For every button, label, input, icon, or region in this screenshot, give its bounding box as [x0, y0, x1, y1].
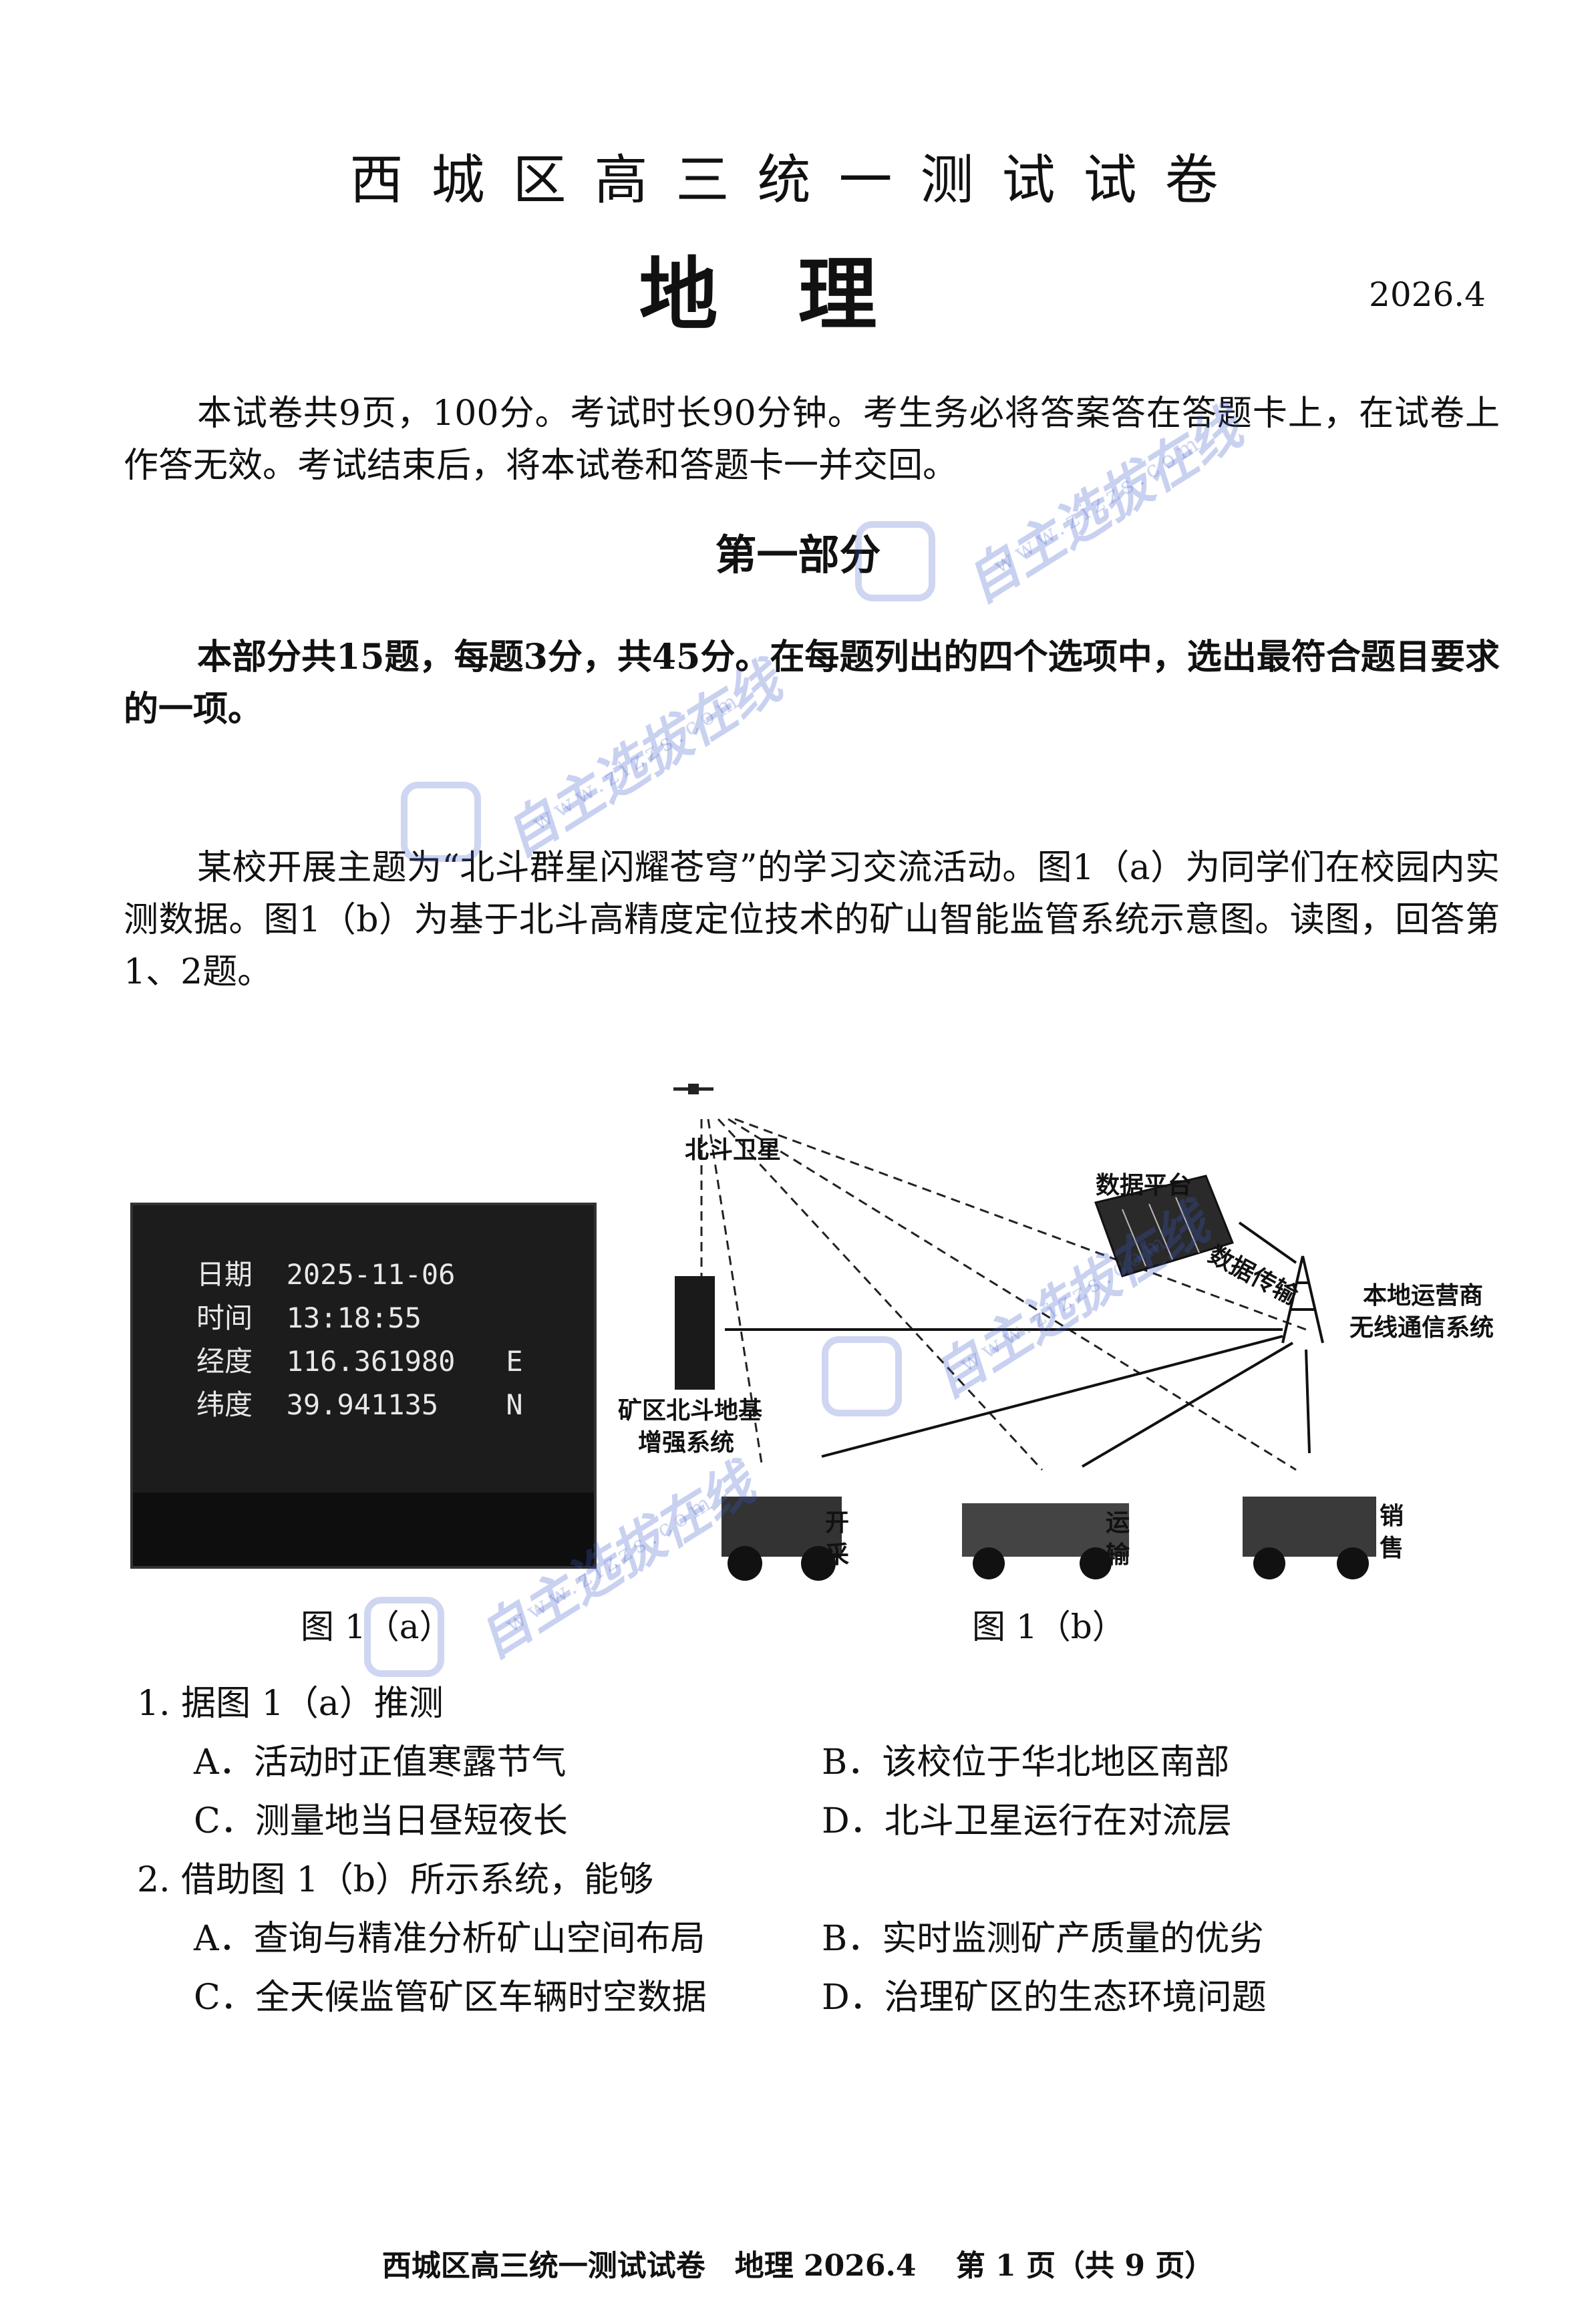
link-sat-transport [717, 1118, 1044, 1471]
arrow-tower-mining [821, 1335, 1283, 1458]
label-satellite: 北斗卫星 [685, 1136, 782, 1164]
mining-truck-icon [722, 1497, 842, 1581]
q2-option-c: C．全天候监管矿区车辆时空数据 [194, 1978, 707, 2018]
satellite-icon [673, 1084, 713, 1094]
label-transport-1: 运 [1106, 1509, 1130, 1537]
label-station-1: 矿区北斗地基 [618, 1397, 763, 1424]
arrow-platform-tower [1238, 1221, 1297, 1264]
q1-option-d: D．北斗卫星运行在对流层 [822, 1801, 1232, 1841]
section-title: 第一部分 [715, 530, 881, 579]
label-operator-1: 本地运营商 [1363, 1282, 1484, 1310]
screen-row-latitude: 纬度 39.941135 N [196, 1388, 523, 1421]
page-footer: 西城区高三统一测试试卷 地理 2026.4 第 1 页（共 9 页） [381, 2249, 1215, 2283]
screen-row-longitude: 经度 116.361980 E [196, 1345, 523, 1378]
q1-option-b: B．该校位于华北地区南部 [822, 1742, 1230, 1783]
label-sales-2: 售 [1380, 1535, 1404, 1562]
intro-text: 本试卷共9页，100分。考试时长90分钟。考生务必将答案答在答题卡上，在试卷上作… [124, 394, 1500, 486]
arrow-tower-sales [1305, 1349, 1311, 1454]
watermark-logo [401, 782, 481, 862]
exam-date: 2026.4 [1369, 275, 1486, 314]
screen-row-date: 日期 2025-11-06 [196, 1258, 456, 1291]
question-stem: 某校开展主题为“北斗群星闪耀苍穹”的学习交流活动。图1（a）为同学们在校园内实测… [124, 848, 1500, 992]
q2-option-b: B．实时监测矿产质量的优劣 [822, 1919, 1265, 1959]
watermark-logo [855, 521, 935, 601]
label-transport-2: 输 [1106, 1541, 1130, 1569]
q2-option-a: A．查询与精准分析矿山空间布局 [194, 1919, 705, 1959]
figure-b-diagram [673, 1084, 1376, 1581]
screen-bezel [133, 1493, 594, 1566]
tower-icon [1281, 1255, 1324, 1344]
sales-truck-icon [1243, 1497, 1376, 1579]
ground-station-icon [675, 1276, 715, 1390]
label-platform: 数据平台 [1096, 1172, 1192, 1199]
exam-title: 西城区高三统一测试试卷 [349, 149, 1247, 211]
section-instructions: 本部分共15题，每题3分，共45分。在每题列出的四个选项中，选出最符合题目要求的… [124, 637, 1500, 730]
q2-option-d: D．治理矿区的生态环境问题 [822, 1978, 1267, 2018]
subject-title: 地理 [639, 248, 957, 341]
arrow-tower-transport [1081, 1342, 1294, 1468]
link-sat-sales [728, 1118, 1297, 1471]
watermark-logo [822, 1336, 902, 1416]
data-platform-icon [1094, 1175, 1235, 1277]
transport-truck-icon [962, 1503, 1129, 1579]
q1-option-a: A．活动时正值寒露节气 [194, 1742, 567, 1783]
watermark-logo [364, 1597, 444, 1677]
figure-a-screen: 日期 2025-11-06 时间 13:18:55 经度 116.361980 … [130, 1203, 597, 1569]
question-1-stem: 1. 据图 1（a）推测 [137, 1684, 444, 1724]
label-mining-1: 开 [825, 1509, 850, 1537]
figure-b-caption: 图 1（b） [972, 1607, 1126, 1646]
link-sat-mining [707, 1118, 763, 1464]
screen-row-time: 时间 13:18:55 [196, 1301, 422, 1334]
label-station-2: 增强系统 [638, 1429, 735, 1456]
label-operator-2: 无线通信系统 [1349, 1314, 1494, 1342]
question-2-stem: 2. 借助图 1（b）所示系统，能够 [137, 1860, 654, 1900]
link-sat-tower [734, 1118, 1307, 1331]
q1-option-c: C．测量地当日昼短夜长 [194, 1801, 568, 1841]
label-mining-2: 采 [825, 1541, 850, 1569]
label-sales-1: 销 [1380, 1503, 1404, 1530]
